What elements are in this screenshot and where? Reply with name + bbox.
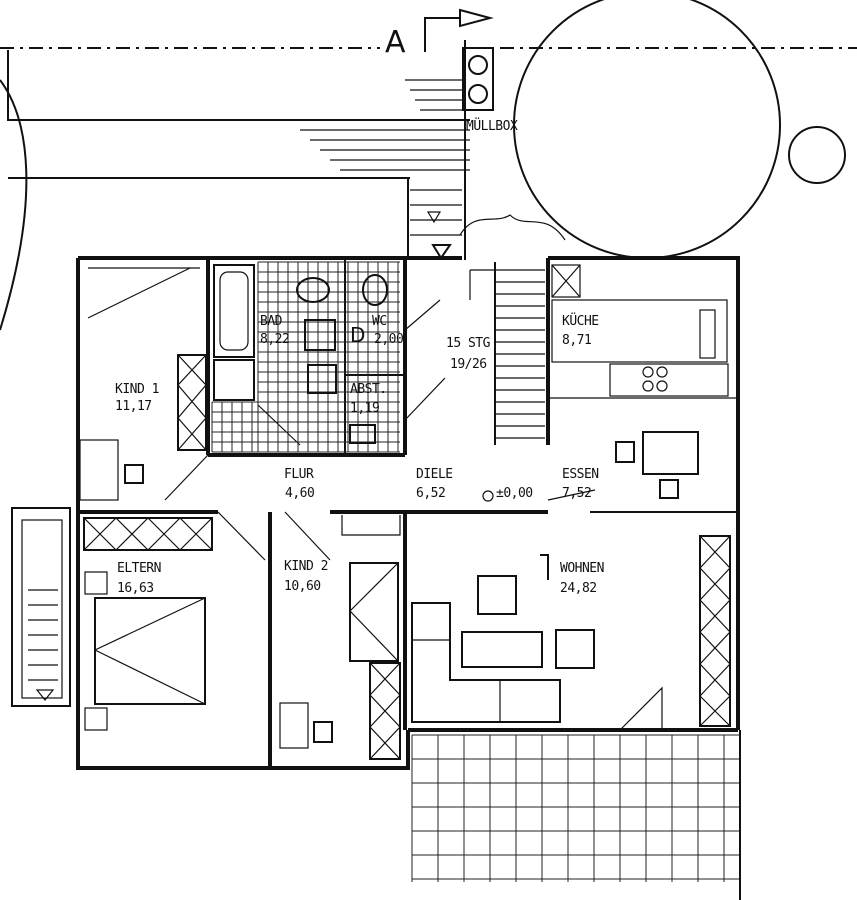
room-area-wc: 2,00	[374, 332, 403, 347]
abst-unit-icon	[349, 424, 376, 444]
chair-icon	[313, 721, 333, 743]
room-label-wohnen: WOHNEN	[560, 561, 604, 576]
step-arrow-icon	[426, 211, 442, 224]
room-area-wohnen: 24,82	[560, 581, 597, 596]
room-area-kueche: 8,71	[562, 333, 591, 348]
chair-icon	[124, 464, 144, 484]
nightstand-icon	[84, 707, 108, 731]
chimney-icon	[341, 515, 401, 536]
wall-marker-icon	[540, 554, 549, 580]
double-bed-icon	[94, 597, 206, 705]
dining-table-icon	[642, 431, 699, 475]
section-line	[0, 8, 857, 52]
chair-icon	[659, 479, 679, 499]
external-stair	[11, 507, 71, 707]
nightstand-icon	[84, 571, 108, 595]
terrace-grid	[411, 734, 740, 882]
room-label-wc: WC	[372, 314, 387, 329]
tree-icon	[513, 0, 781, 259]
room-label-abst: ABST.	[350, 382, 387, 397]
muellbox-label: MÜLLBOX	[466, 117, 518, 134]
bed-icon	[349, 562, 399, 662]
room-area-abst: 1,19	[350, 401, 379, 416]
desk-icon	[279, 702, 309, 749]
washbasin-icon	[304, 319, 336, 351]
room-area-bad: 8,22	[260, 332, 289, 347]
wc-toilet-icon	[362, 274, 388, 306]
exterior-walls	[76, 256, 740, 770]
staircase	[469, 262, 545, 445]
level-marker-icon	[482, 490, 494, 502]
shower-icon	[213, 359, 255, 401]
bed-icon	[87, 267, 191, 319]
section-marker: A	[385, 25, 406, 60]
site-outline	[0, 40, 470, 331]
room-label-flur: FLUR	[284, 467, 314, 482]
entry-arrow-icon	[431, 244, 452, 260]
room-label-essen: ESSEN	[562, 467, 599, 482]
room-label-eltern: ELTERN	[117, 561, 161, 576]
room-area-diele: 6,52	[416, 486, 445, 501]
hedge-icon	[459, 214, 566, 241]
kitchen-counter	[551, 264, 729, 397]
armchair-icon	[477, 575, 517, 615]
bidet-icon	[307, 364, 337, 394]
room-label-kind2: KIND 2	[284, 559, 328, 574]
room-area-kind2: 10,60	[284, 579, 321, 594]
stairs-ratio: 19/26	[450, 357, 487, 372]
room-label-kind1: KIND 1	[115, 382, 159, 397]
stairs-label: 15 STG	[446, 336, 491, 351]
door-swings	[164, 299, 663, 731]
level-label: ±0,00	[496, 486, 533, 501]
shelf-icon	[699, 535, 731, 727]
sofa-icon	[411, 602, 561, 723]
wardrobe-icon	[83, 517, 213, 551]
room-area-flur: 4,60	[285, 486, 314, 501]
room-label-diele: DIELE	[416, 467, 453, 482]
wardrobe-icon	[177, 354, 207, 451]
room-area-eltern: 16,63	[117, 581, 154, 596]
desk-icon	[79, 439, 119, 501]
room-label-bad: BAD	[260, 314, 283, 329]
chair-icon	[615, 441, 635, 463]
toilet-icon	[296, 277, 330, 303]
room-area-kind1: 11,17	[115, 399, 152, 414]
room-label-kueche: KÜCHE	[562, 312, 599, 329]
wardrobe-icon	[369, 662, 401, 760]
coffee-table-icon	[461, 631, 543, 668]
armchair-icon	[555, 629, 595, 669]
dryer-letter: D	[350, 323, 365, 347]
bin-icon	[462, 47, 494, 111]
bathtub-icon	[213, 264, 255, 358]
interior-walls	[78, 258, 738, 768]
room-area-essen: 7,52	[562, 486, 591, 501]
shrub-icon	[788, 126, 846, 184]
